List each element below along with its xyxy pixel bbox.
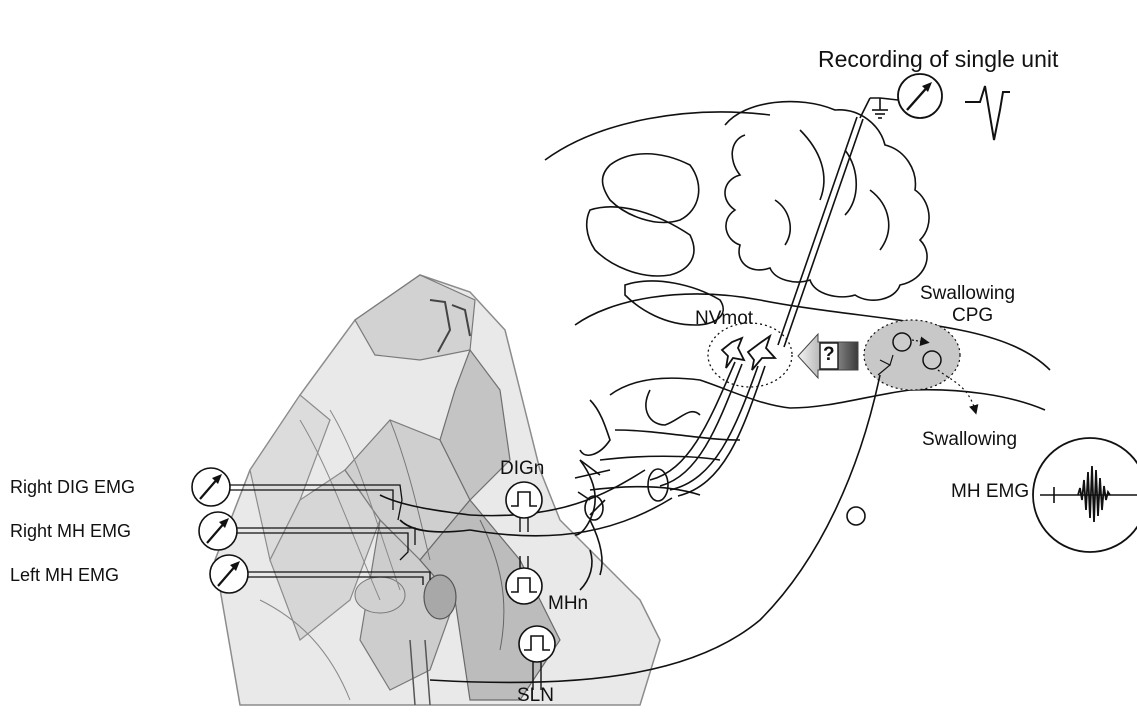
emg-label-right-dig: Right DIG EMG: [10, 478, 135, 496]
emg-label-right-mh: Right MH EMG: [10, 522, 131, 540]
mh-emg-trace-label: MH EMG: [951, 482, 1029, 501]
recording-amplifier-icon: [898, 74, 942, 118]
swallowing-output-label: Swallowing: [922, 430, 1017, 449]
emg-amplifier-left-mh: [210, 555, 248, 593]
emg-amplifier-right-dig: [192, 468, 230, 506]
nvmot-motoneurons: [722, 336, 775, 370]
mhn-label: MHn: [548, 594, 588, 613]
recording-electrode: [778, 98, 898, 347]
nvmot-label: NVmot: [695, 309, 753, 328]
question-mark: ?: [823, 345, 835, 364]
single-unit-spike-trace: [965, 86, 1010, 140]
brainstem-cerebellum-outline: [545, 102, 1050, 590]
emg-amplifier-right-mh: [199, 512, 237, 550]
emg-label-left-mh: Left MH EMG: [10, 566, 119, 584]
mh-emg-trace: [1033, 438, 1137, 552]
cpg-label-line1: Swallowing: [920, 284, 1015, 303]
sln-label: SLN: [517, 686, 554, 705]
cpg-label-line2: CPG: [952, 306, 993, 325]
diagram-title: Recording of single unit: [818, 48, 1058, 71]
dign-label: DIGn: [500, 459, 544, 478]
